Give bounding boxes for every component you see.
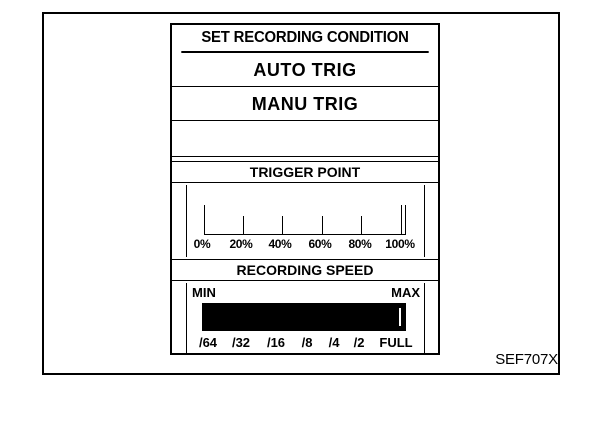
consult-screen: SET RECORDING CONDITION AUTO TRIG MANU T… xyxy=(170,23,440,355)
recording-speed-heading: RECORDING SPEED xyxy=(172,259,438,281)
empty-row xyxy=(172,123,438,157)
manu-trig-button[interactable]: MANU TRIG xyxy=(172,89,438,121)
trigger-point-scale: 0% 20% 40% 60% 80% 100% xyxy=(192,237,422,253)
slider-tick xyxy=(282,216,283,234)
speed-min-label: MIN xyxy=(192,285,216,300)
trigger-point-panel: 0% 20% 40% 60% 80% 100% xyxy=(172,185,438,257)
panel-left-rail xyxy=(186,185,187,257)
scale-label: 100% xyxy=(385,237,415,251)
recording-speed-panel: MIN MAX /64 /32 /16 /8 /4 /2 FULL xyxy=(172,283,438,355)
figure-frame xyxy=(42,12,560,375)
figure-code: SEF707X xyxy=(495,351,558,368)
speed-scale-label: /4 xyxy=(328,335,340,350)
speed-scale-label: /8 xyxy=(301,335,313,350)
auto-trig-button[interactable]: AUTO TRIG xyxy=(172,55,438,87)
speed-slider-marker xyxy=(399,308,401,326)
slider-tick xyxy=(243,216,244,234)
slider-end-cap xyxy=(401,205,402,235)
panel-right-rail xyxy=(424,185,425,257)
speed-scale-label: /2 xyxy=(353,335,365,350)
panel-left-rail xyxy=(186,283,187,355)
trigger-point-heading: TRIGGER POINT xyxy=(172,161,438,183)
screen-title: SET RECORDING CONDITION xyxy=(181,25,429,53)
scale-label: 80% xyxy=(348,237,372,251)
scale-label: 20% xyxy=(229,237,253,251)
panel-right-rail xyxy=(424,283,425,355)
slider-tick xyxy=(322,216,323,234)
speed-max-label: MAX xyxy=(391,285,420,300)
speed-scale-label: /16 xyxy=(266,335,286,350)
speed-scale-label: /64 xyxy=(198,335,218,350)
slider-tick xyxy=(361,216,362,234)
scale-label: 40% xyxy=(268,237,292,251)
scale-label: 0% xyxy=(193,237,211,251)
scale-label: 60% xyxy=(308,237,332,251)
speed-scale-label: /32 xyxy=(231,335,251,350)
trigger-point-slider[interactable] xyxy=(204,205,406,235)
recording-speed-slider[interactable] xyxy=(202,303,406,331)
recording-speed-scale: /64 /32 /16 /8 /4 /2 FULL xyxy=(194,335,424,351)
speed-scale-label: FULL xyxy=(379,335,413,350)
